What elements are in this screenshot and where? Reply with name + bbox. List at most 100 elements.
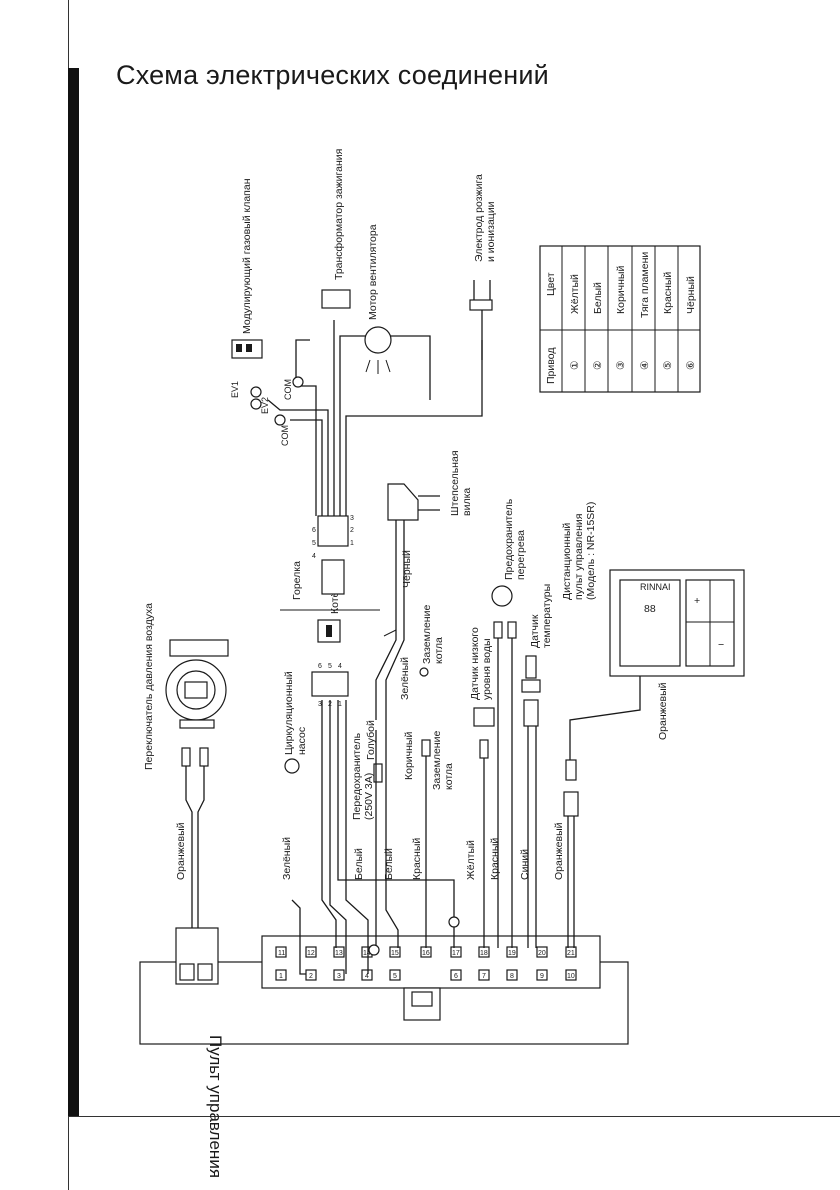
pin-label: 13: [335, 950, 343, 957]
wire-label-green-b: Зелёный: [399, 657, 411, 700]
legend-color: Коричный: [615, 266, 627, 314]
pin-label: 5: [328, 663, 332, 670]
pressure-switch-label: Переключатель давления воздуха: [143, 603, 155, 770]
page-title: Схема электрических соединений: [116, 60, 549, 90]
pin-label: 21: [567, 950, 575, 957]
legend-header-color: Цвет: [545, 272, 557, 296]
power-plug-symbol: [375, 483, 440, 730]
terminal-com-1: COM: [283, 379, 293, 400]
pin-label: 16: [422, 950, 430, 957]
pin-label: 4: [338, 663, 342, 670]
boiler-connector: 6 5 4 3 2 1: [311, 619, 349, 708]
pump-wire: [291, 899, 306, 975]
overheat-fuse-label-2: перегрева: [515, 530, 527, 580]
legend-color: Чёрный: [685, 276, 697, 314]
remote-label-2: пульт управления: [573, 514, 585, 600]
terminal-ev2: EV2: [260, 397, 270, 414]
pin-label: 12: [307, 950, 315, 957]
pin-label: 4: [312, 553, 316, 560]
low-water-label-2: уровня воды: [481, 638, 493, 700]
ground-label-1b: котла: [433, 637, 445, 664]
pin-label: 3: [337, 973, 341, 980]
ignition-electrode-symbol: [469, 280, 493, 360]
ground-label-1a: Заземление: [421, 605, 433, 664]
wire-label-brown: Коричный: [403, 732, 415, 780]
pin-label: 4: [365, 973, 369, 980]
pin-label: 17: [452, 950, 460, 957]
legend-num: ③: [615, 360, 627, 370]
legend-color: Тяга пламени: [639, 252, 651, 318]
wire-label-black: Чёрный: [401, 550, 413, 588]
fan-motor-symbol: [364, 326, 392, 374]
wire-label-orange-b: Оранжевый: [553, 822, 565, 880]
ignition-transformer-symbol: [321, 289, 351, 309]
pin-label: 6: [454, 973, 458, 980]
legend-num: ⑤: [662, 360, 674, 370]
low-water-sensor: [473, 707, 495, 948]
legend-num: ④: [639, 360, 651, 370]
circ-pump-label-2: насос: [296, 727, 308, 755]
side-bar: [68, 68, 79, 1116]
pin-label: 1: [350, 540, 354, 547]
wire-label-blue-dark: Синий: [519, 849, 531, 880]
remote-brand: RINNAI: [640, 582, 671, 592]
pin-label: 9: [540, 973, 544, 980]
air-pressure-switch: [165, 639, 229, 928]
pin-label: 10: [567, 973, 575, 980]
pin-label: 2: [309, 973, 313, 980]
remote-plus-button: +: [694, 595, 700, 607]
pin-label: 6: [312, 527, 316, 534]
burner-connector: 6 5 4 3 2 1: [312, 515, 354, 595]
legend-header-drive: Привод: [545, 348, 557, 384]
page-footer-line: [68, 1116, 840, 1117]
remote-controller: RINNAI 88 + −: [563, 569, 745, 948]
control-panel: Пульт управления: [139, 927, 629, 1178]
wire-label-yellow: Жёлтый: [465, 840, 477, 880]
fuse-symbol: [373, 763, 383, 783]
wire-label-white-b: Белый: [383, 848, 395, 880]
fuse-label-1: Передохранитель: [351, 732, 363, 820]
pin-label: 1: [279, 973, 283, 980]
legend-num: ⑥: [685, 360, 697, 370]
ground-point-1: [419, 667, 429, 677]
electrode-label-1: Электрод розжига: [473, 174, 485, 262]
gas-valve-label: Модулирующий газовый клапан: [241, 178, 253, 334]
legend-num: ①: [569, 360, 581, 370]
temp-sensor-label-2: температуры: [541, 584, 553, 648]
plug-label-1: Штепсельная: [449, 450, 461, 516]
wire-label-red-a: Красный: [411, 838, 423, 880]
overheat-fuse-label-1: Предохранитель: [503, 498, 515, 580]
modulating-gas-valve: [231, 339, 304, 426]
pin-label: 6: [318, 663, 322, 670]
wire-label-white-a: Белый: [353, 848, 365, 880]
wire-label-green: Зелёный: [281, 837, 293, 880]
legend-color: Красный: [662, 272, 674, 314]
fuse-label-2: (250V 3A): [363, 773, 375, 820]
wire-label-orange-c: Оранжевый: [657, 682, 669, 740]
pin-label: 5: [312, 540, 316, 547]
pin-label: 8: [510, 973, 514, 980]
pin-label: 20: [538, 950, 546, 957]
pin-label: 18: [480, 950, 488, 957]
pin-label: 7: [482, 973, 486, 980]
wire-label-orange: Оранжевый: [175, 822, 187, 880]
legend-table: Привод Цвет ① Жёлтый ② Белый ③ Коричный …: [539, 245, 701, 393]
legend-color: Белый: [592, 282, 604, 314]
plug-label-2: вилка: [461, 488, 473, 516]
pin-label: 15: [391, 950, 399, 957]
pin-label: 1: [338, 701, 342, 708]
panel-pin-row-bottom: 1 2 3 4 5 6 7 8 9 10: [275, 969, 577, 981]
pin-label: 3: [350, 515, 354, 522]
pin-label: 3: [318, 701, 322, 708]
electrode-label-2: и ионизации: [485, 201, 497, 262]
overheat-fuse: [491, 585, 517, 948]
ground-label-2b: котла: [443, 763, 455, 790]
pin-label: 5: [393, 973, 397, 980]
legend-num: ②: [592, 360, 604, 370]
circulation-pump-symbol: [284, 758, 300, 774]
wire-label-blue: Голубой: [365, 720, 377, 760]
terminal-ev1: EV1: [230, 381, 240, 398]
pin-label: 19: [508, 950, 516, 957]
control-panel-label: Пульт управления: [206, 1035, 225, 1178]
